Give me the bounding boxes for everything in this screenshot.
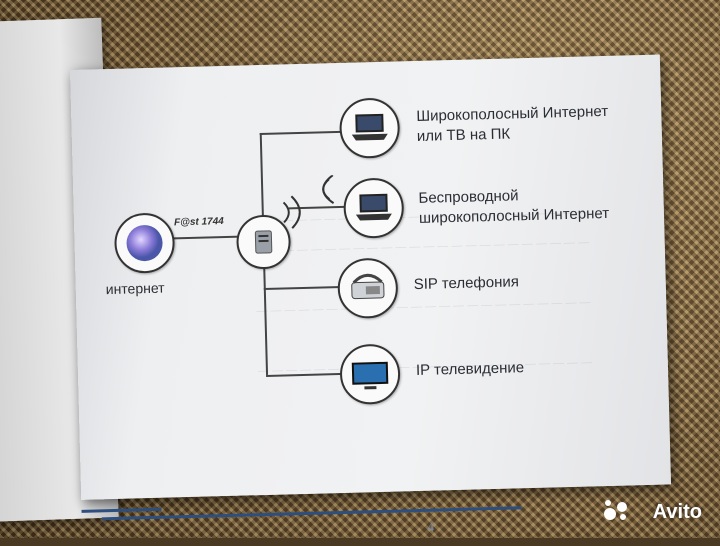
avito-logo-icon (604, 500, 627, 520)
router-brand: F@st 1744 (173, 216, 224, 229)
device-node-4 (339, 343, 401, 406)
laptop-icon (351, 113, 388, 141)
item-2-line2: широкополосный Интернет (418, 204, 610, 227)
globe-icon (126, 225, 163, 262)
device-node-3 (337, 257, 399, 320)
item-1-line2: или ТВ на ПК (416, 125, 511, 145)
avito-watermark: Avito (652, 501, 702, 523)
wifi-waves-icon-2 (322, 175, 335, 204)
page-number: 4 (426, 520, 435, 536)
branch-line-1 (259, 130, 346, 136)
branch-line-3 (263, 285, 342, 291)
wifi-waves-icon (282, 195, 301, 229)
internet-node (113, 212, 176, 274)
device-node-2 (342, 177, 405, 239)
phone-icon (351, 273, 385, 300)
tv-icon (351, 361, 389, 390)
bleed-text: — — — — — — — — — — — — — — — — — — — — … (254, 236, 590, 258)
router-icon (254, 230, 273, 254)
item-label-1: Широкополосный Интернет или ТВ на ПК (416, 102, 609, 147)
router-node (235, 214, 292, 270)
item-label-4: IP телевидение (416, 358, 525, 381)
laptop-wifi-icon (355, 193, 392, 221)
internet-label: интернет (105, 279, 165, 298)
bleed-text: — — — — — — — — — — — — — — — — — — — — … (256, 296, 591, 318)
item-3-line1: SIP телефония (413, 273, 520, 294)
device-node-1 (338, 97, 401, 159)
booklet-page: — — — — — — — — — — — — — — — — — — — — … (70, 54, 672, 536)
item-label-2: Беспроводной широкополосный Интернет (418, 184, 609, 229)
item-label-3: SIP телефония (413, 272, 520, 295)
item-4-line1: IP телевидение (415, 359, 525, 380)
